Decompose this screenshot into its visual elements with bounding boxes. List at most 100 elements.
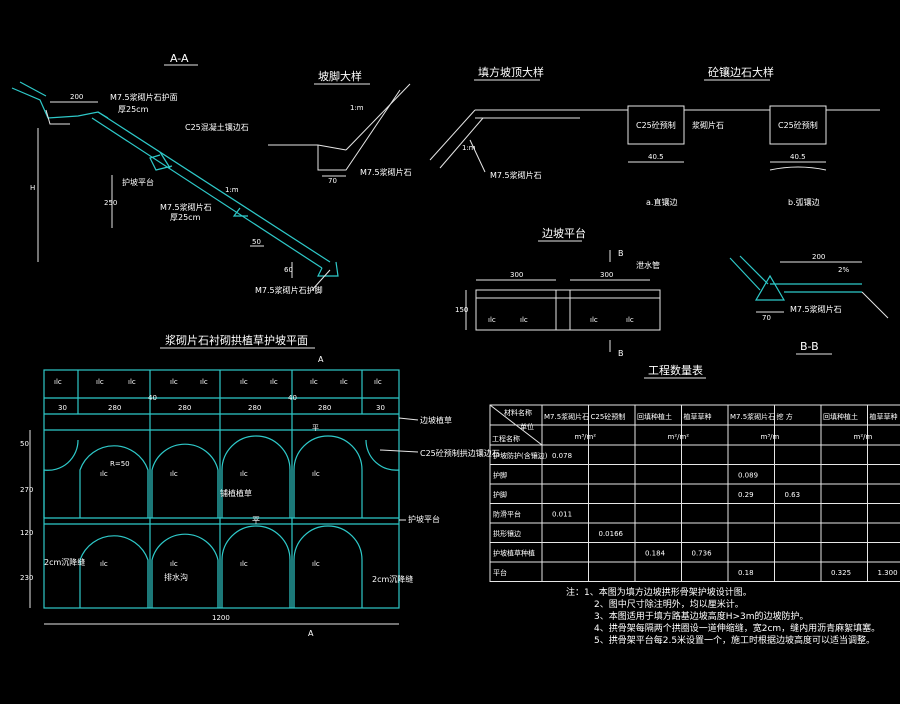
plan-hatch-1: ılc bbox=[54, 378, 62, 386]
plan-label-slope: 铺植植草 bbox=[220, 488, 252, 498]
table-cell: 0.184 bbox=[645, 550, 666, 558]
plan-label-2cm-a: 2cm沉降缝 bbox=[44, 557, 85, 567]
plan-dim-1200: 1200 bbox=[212, 614, 230, 622]
plan-hatch-16: ılc bbox=[170, 560, 178, 568]
plan-label-mark2: 平 bbox=[252, 516, 260, 525]
table-column-header: M7.5浆砌片石 bbox=[730, 412, 775, 421]
note-1: 注：1、本图为填方边坡拱形骨架护坡设计图。 bbox=[566, 588, 752, 598]
plan-hatch-14: ılc bbox=[312, 470, 320, 478]
aa-slope-1m: 1:m bbox=[225, 186, 239, 194]
plan-dim-50: 50 bbox=[20, 440, 29, 448]
plan-dim-40a: 40 bbox=[148, 394, 157, 402]
aa-label-m75: M7.5浆砌片石护面 bbox=[110, 92, 178, 102]
table-unit: m³/m² bbox=[575, 433, 597, 441]
plan-dim-280a: 280 bbox=[108, 404, 121, 412]
aa-dim-50: 50 bbox=[252, 238, 261, 246]
aa-dim-h: H bbox=[30, 184, 35, 192]
berm-dim-300b: 300 bbox=[600, 271, 613, 279]
toe-slope-1m: 1:m bbox=[350, 104, 364, 112]
fill-top-slope: 1:m bbox=[462, 144, 476, 152]
table-column-header: C25砼预制 bbox=[591, 412, 626, 421]
aa-label-berm: 护坡平台 bbox=[122, 177, 154, 187]
section-aa: A-A 200 H 250 50 60 1:m M7.5浆砌片石护面 厚25cm… bbox=[11, 52, 339, 295]
table-row-name: 平台 bbox=[493, 568, 507, 577]
plan-hatch-13: ılc bbox=[240, 470, 248, 478]
table-cell: 1.300 bbox=[878, 569, 898, 577]
plan-dim-280b: 280 bbox=[178, 404, 191, 412]
slope-toe-detail: 坡脚大样 1:m 70 M7.5浆砌片石 bbox=[268, 69, 412, 185]
curb-detail: 砼镶边石大样 C25砼预制 C25砼预制 浆砌片石 40.5 40.5 a.直镶… bbox=[575, 65, 880, 207]
plan-hatch-4: ılc bbox=[170, 378, 178, 386]
table-cell: 0.736 bbox=[692, 550, 713, 558]
plan-section-a-bottom: A bbox=[308, 629, 314, 638]
aa-dim-250: 250 bbox=[104, 199, 117, 207]
table-row-name: 防滑平台 bbox=[493, 510, 521, 519]
plan-label-berm: 护坡平台 bbox=[408, 514, 440, 524]
berm-dim-150: 150 bbox=[455, 306, 468, 314]
plan-dim-r50: R=50 bbox=[110, 460, 130, 468]
plan-hatch-9: ılc bbox=[340, 378, 348, 386]
plan-label-grass: 边坡植草 bbox=[420, 415, 452, 425]
plan-label-c25: C25砼预制拱边镶边石 bbox=[420, 448, 500, 458]
plan-hatch-7: ılc bbox=[270, 378, 278, 386]
section-bb: B-B 200 2% 70 M7.5浆砌片石 bbox=[729, 253, 889, 355]
fill-top-title: 填方坡顶大样 bbox=[478, 65, 544, 79]
table-row-name: 护坡防护(含镶边) bbox=[493, 451, 548, 460]
plan-mark: 平 bbox=[312, 424, 319, 432]
plan-hatch-12: ılc bbox=[170, 470, 178, 478]
plan-dim-30a: 30 bbox=[58, 404, 67, 412]
curb-block-a: C25砼预制 bbox=[636, 120, 676, 130]
plan-hatch-15: ılc bbox=[100, 560, 108, 568]
berm-section-b2: B bbox=[618, 349, 624, 358]
berm-drain: 泄水管 bbox=[636, 260, 660, 270]
quantity-title: 工程数量表 bbox=[648, 363, 703, 377]
note-5: 5、拱骨架平台每2.5米设置一个，施工时根据边坡高度可以适当调整。 bbox=[594, 636, 876, 646]
berm-hatch-4: ılc bbox=[626, 316, 634, 324]
plan-hatch-11: ılc bbox=[100, 470, 108, 478]
table-cell: 0.325 bbox=[831, 569, 851, 577]
plan-view: 浆砌片石衬砌拱植草护坡平面 A A ılc ılc ılc ılc ılc ıl… bbox=[20, 333, 500, 638]
plan-dim-280d: 280 bbox=[318, 404, 331, 412]
bb-dim-200: 200 bbox=[812, 253, 825, 261]
curb-title: 砼镶边石大样 bbox=[708, 65, 774, 79]
table-cell: 0.011 bbox=[552, 511, 572, 519]
plan-hatch-8: ılc bbox=[310, 378, 318, 386]
berm-detail: 边坡平台 300 300 ılc ılc ılc ılc 泄水管 B B 150 bbox=[455, 226, 661, 358]
bb-label-m75: M7.5浆砌片石 bbox=[790, 304, 842, 314]
curb-caption-b: b.弧镶边 bbox=[788, 197, 820, 207]
plan-label-drain: 排水沟 bbox=[164, 572, 188, 582]
table-row-name: 护脚 bbox=[493, 471, 507, 480]
toe-label-m75: M7.5浆砌片石 bbox=[360, 167, 412, 177]
plan-title: 浆砌片石衬砌拱植草护坡平面 bbox=[165, 333, 308, 347]
table-unit: m²/m bbox=[854, 433, 873, 441]
plan-hatch-18: ılc bbox=[312, 560, 320, 568]
plan-hatch-2: ılc bbox=[96, 378, 104, 386]
table-column-header: 回填种植土 bbox=[823, 412, 858, 421]
table-corner-top: 材料名称 bbox=[504, 408, 532, 417]
table-column-header: 植草草种 bbox=[870, 412, 898, 421]
table-column-header: 植草草种 bbox=[684, 412, 712, 421]
table-cell: 0.078 bbox=[552, 452, 572, 460]
aa-dim-60: 60 bbox=[284, 266, 293, 274]
table-cell: 0.18 bbox=[738, 569, 754, 577]
bb-dim-70: 70 bbox=[762, 314, 771, 322]
berm-hatch-2: ılc bbox=[520, 316, 528, 324]
note-3: 3、本图适用于填方路基边坡高度H>3m的边坡防护。 bbox=[594, 612, 809, 622]
slope-toe-title: 坡脚大样 bbox=[318, 69, 362, 83]
plan-dim-40b: 40 bbox=[288, 394, 297, 402]
table-diagonal bbox=[489, 404, 543, 446]
curb-block-b: C25砼预制 bbox=[778, 120, 818, 130]
plan-label-2cm-b: 2cm沉降缝 bbox=[372, 574, 413, 584]
plan-hatch-6: ılc bbox=[240, 378, 248, 386]
section-aa-title: A-A bbox=[170, 52, 189, 65]
plan-hatch-17: ılc bbox=[240, 560, 248, 568]
note-2: 2、图中尺寸除注明外，均以厘米计。 bbox=[594, 600, 744, 610]
table-cell: 0.63 bbox=[785, 491, 801, 499]
berm-hatch-3: ılc bbox=[590, 316, 598, 324]
berm-dim-300a: 300 bbox=[510, 271, 523, 279]
aa-label-thickb: 厚25cm bbox=[170, 213, 201, 222]
plan-hatch-10: ılc bbox=[374, 378, 382, 386]
